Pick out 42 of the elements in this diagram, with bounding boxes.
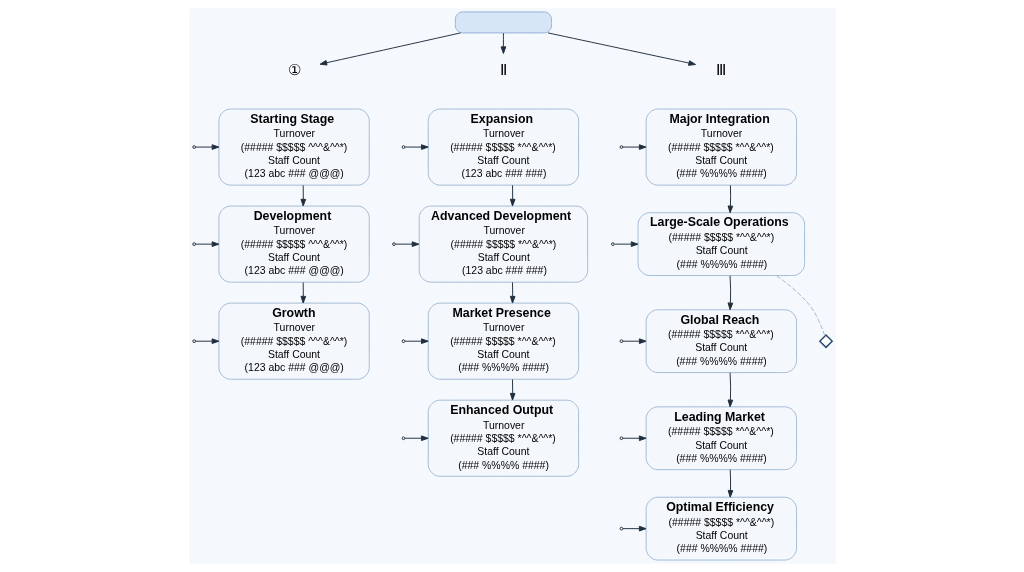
arrow	[727, 184, 733, 214]
arrow	[622, 338, 646, 344]
node-box: Enhanced Output Turnover (##### $$$$$ *^^&^^*) Staff Count (### %%%% ####)	[427, 399, 579, 477]
node-box: Optimal Efficiency (##### $$$$$ *^^&^^*) Staff Count (### %%%% ####)	[645, 496, 797, 561]
arrow	[300, 281, 306, 304]
arrow	[509, 281, 515, 304]
node-box: Major Integration Turnover (##### $$$$$ *^^&^^*) Staff Count (### %%%% ####)	[645, 108, 797, 186]
connector	[775, 275, 825, 337]
node-box: Global Reach (##### $$$$$ *^^&^^*) Staff Count (### %%%% ####)	[645, 309, 797, 374]
arrow	[404, 338, 429, 344]
arrow	[404, 435, 429, 442]
node-box: Advanced Development Turnover (##### $$$$$ *^^&^^*) Staff Count (123 abc ### ###)	[418, 205, 588, 283]
arrow	[319, 32, 461, 66]
arrow	[509, 184, 515, 207]
arrow	[509, 379, 515, 401]
arrow	[194, 241, 219, 247]
arrow	[404, 144, 429, 150]
arrow	[727, 372, 733, 408]
arrow	[194, 144, 219, 150]
arrow	[727, 469, 733, 498]
arrow	[727, 275, 733, 311]
node-box: Large-Scale Operations (##### $$$$$ *^^&^^*) Staff Count (### %%%% ####)	[637, 212, 805, 276]
arrow	[300, 184, 306, 207]
arrow	[622, 525, 646, 532]
node-box: Market Presence Turnover (##### $$$$$ *^^&^^*) Staff Count (### %%%% ####)	[427, 302, 579, 380]
node-text: Ⅲ	[715, 60, 726, 78]
arrow	[547, 32, 696, 66]
arrow	[613, 241, 638, 247]
node-diamond	[818, 334, 833, 349]
node-box: Expansion Turnover (##### $$$$$ *^^&^^*) Staff Count (123 abc ### ###)	[427, 108, 579, 186]
node-box: Starting Stage Turnover (##### $$$$$ ^^^&^^*) Staff Count (123 abc ### @@@)	[217, 108, 370, 186]
arrow	[622, 435, 646, 442]
arrow	[194, 338, 219, 344]
node-box: Leading Market (##### $$$$$ *^^&^^*) Staff Count (### %%%% ####)	[645, 406, 797, 471]
node-text: Ⅱ	[499, 60, 507, 78]
arrow	[500, 32, 506, 54]
node-box	[454, 11, 552, 34]
node-text: ①	[287, 60, 301, 78]
arrow	[622, 144, 646, 150]
node-box: Growth Turnover (##### $$$$$ ^^^&^^*) Staff Count (123 abc ### @@@)	[217, 302, 370, 380]
node-box: Development Turnover (##### $$$$$ ^^^&^^*) Staff Count (123 abc ### @@@)	[217, 205, 370, 283]
arrow	[394, 241, 419, 247]
